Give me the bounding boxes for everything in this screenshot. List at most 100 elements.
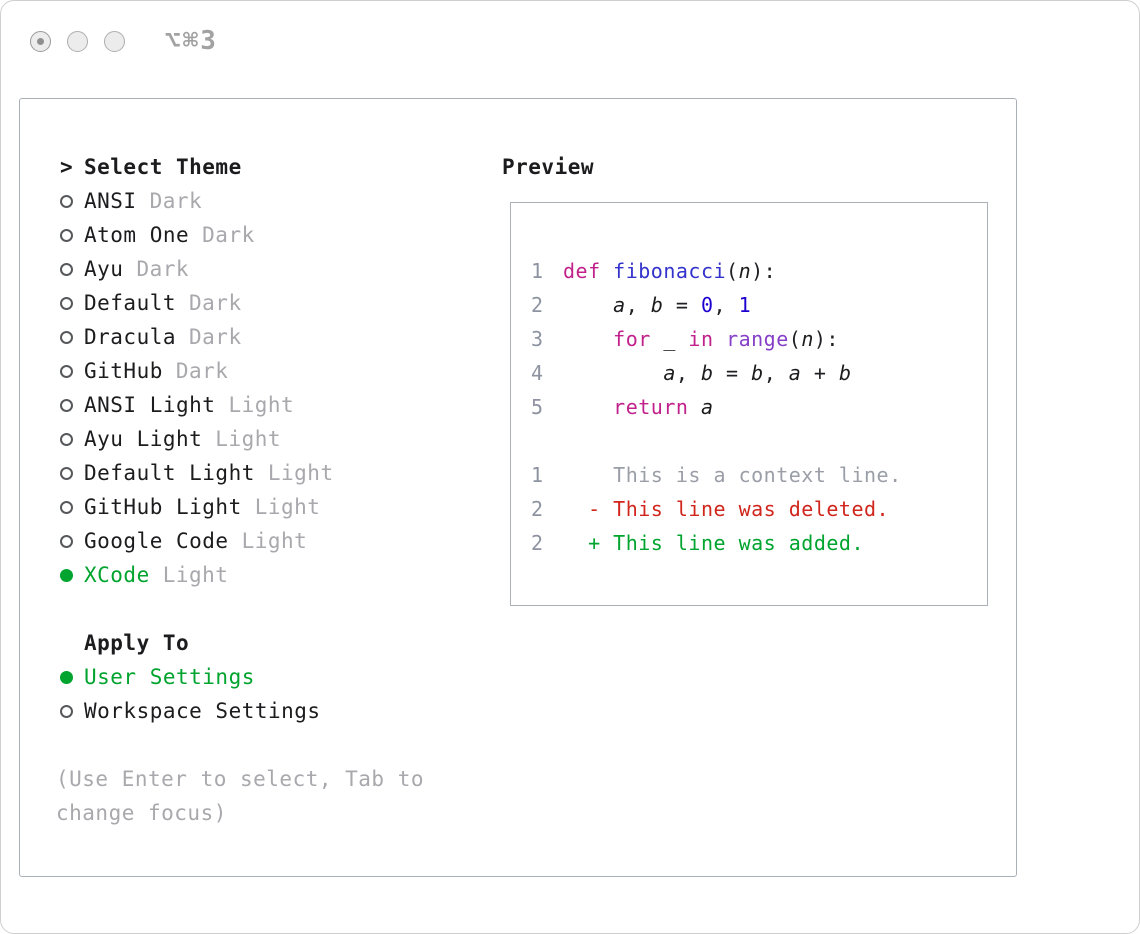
code-token: , xyxy=(625,293,651,317)
line-number: 2 xyxy=(531,497,544,521)
keyboard-hint-text: (Use Enter to select, Tab to change focu… xyxy=(56,767,425,825)
code-token: , xyxy=(675,361,701,385)
theme-option-default[interactable]: Default Dark xyxy=(60,286,490,320)
line-number: 2 xyxy=(531,293,544,317)
theme-name: Dracula xyxy=(84,325,177,349)
diff-text: This is a context line. xyxy=(563,463,902,487)
spacer xyxy=(531,424,977,458)
code-token: , xyxy=(713,293,739,317)
titlebar: ⌥⌘3 xyxy=(30,26,218,56)
radio-icon xyxy=(60,534,73,548)
line-number: 5 xyxy=(531,395,544,419)
theme-option-dracula[interactable]: Dracula Dark xyxy=(60,320,490,354)
diff-sample: 1 This is a context line.2 - This line w… xyxy=(531,458,977,560)
code-token: ): xyxy=(751,259,777,283)
theme-option-ayu-light[interactable]: Ayu Light Light xyxy=(60,422,490,456)
diff-text: - This line was deleted. xyxy=(563,497,890,521)
code-token: 1 xyxy=(738,293,752,317)
code-token: n xyxy=(738,259,752,283)
theme-variant: Dark xyxy=(175,359,229,383)
apply-to-title: Apply To xyxy=(84,631,190,655)
theme-variant: Dark xyxy=(189,291,242,315)
code-token: = xyxy=(663,293,701,317)
code-token: a xyxy=(613,293,626,317)
spacer xyxy=(60,592,490,626)
radio-icon xyxy=(60,330,73,344)
code-token: for xyxy=(613,327,651,351)
code-token: a xyxy=(788,361,802,385)
theme-variant: Dark xyxy=(189,325,242,349)
theme-option-ansi-light[interactable]: ANSI Light Light xyxy=(60,388,490,422)
select-theme-header: > Select Theme xyxy=(60,150,490,184)
apply-option-user-settings[interactable]: User Settings xyxy=(60,660,490,694)
window-minimize-button[interactable] xyxy=(67,30,88,52)
theme-option-github[interactable]: GitHub Dark xyxy=(60,354,490,388)
code-token xyxy=(563,361,663,385)
theme-option-github-light[interactable]: GitHub Light Light xyxy=(60,490,490,524)
code-token xyxy=(563,327,613,351)
code-token: , xyxy=(763,361,789,385)
radio-icon xyxy=(60,704,73,718)
code-token: 0 xyxy=(700,293,714,317)
diff-line: 2 + This line was added. xyxy=(531,526,977,560)
code-line: 5 return a xyxy=(531,390,977,424)
window-zoom-button[interactable] xyxy=(104,30,125,52)
selection-caret-icon: > xyxy=(60,155,74,179)
code-token: ): xyxy=(813,327,839,351)
spacer xyxy=(60,728,490,762)
code-token: b xyxy=(700,361,714,385)
code-token: n xyxy=(801,327,814,351)
code-token: a xyxy=(663,361,676,385)
apply-option-label: Workspace Settings xyxy=(84,699,321,723)
theme-variant: Light xyxy=(254,495,321,519)
radio-icon xyxy=(60,466,73,480)
window-close-button[interactable] xyxy=(30,30,51,52)
apply-to-header: Apply To xyxy=(60,626,490,660)
theme-name: XCode xyxy=(84,563,150,587)
line-number: 2 xyxy=(531,531,544,555)
radio-icon xyxy=(60,296,73,310)
code-token: return xyxy=(613,395,689,419)
radio-icon xyxy=(60,398,73,412)
line-number: 4 xyxy=(531,361,544,385)
radio-icon xyxy=(60,228,73,242)
theme-name: GitHub xyxy=(84,359,163,383)
select-theme-title: Select Theme xyxy=(84,155,242,179)
radio-selected-icon xyxy=(60,670,73,684)
preview-title: Preview xyxy=(502,155,595,179)
radio-icon xyxy=(60,364,73,378)
theme-variant: Dark xyxy=(149,189,203,213)
theme-name: Ayu Light xyxy=(84,427,203,451)
code-token: = xyxy=(713,361,752,385)
theme-name: GitHub Light xyxy=(84,495,242,519)
radio-icon xyxy=(60,432,73,446)
code-line: 4 a, b = b, a + b xyxy=(531,356,977,390)
theme-name: ANSI Light xyxy=(84,393,216,417)
radio-icon xyxy=(60,194,73,208)
window-shortcut-label: ⌥⌘3 xyxy=(165,26,218,56)
theme-name: Default xyxy=(84,291,177,315)
diff-text: + This line was added. xyxy=(563,531,864,555)
theme-variant: Light xyxy=(215,427,282,451)
theme-variant: Light xyxy=(228,393,295,417)
code-line: 3 for _ in range(n): xyxy=(531,322,977,356)
code-token: in xyxy=(688,327,714,351)
apply-option-workspace-settings[interactable]: Workspace Settings xyxy=(60,694,490,728)
code-token: ( xyxy=(788,327,802,351)
code-token xyxy=(563,293,613,317)
radio-selected-icon xyxy=(60,568,73,582)
apply-option-label: User Settings xyxy=(84,665,255,689)
